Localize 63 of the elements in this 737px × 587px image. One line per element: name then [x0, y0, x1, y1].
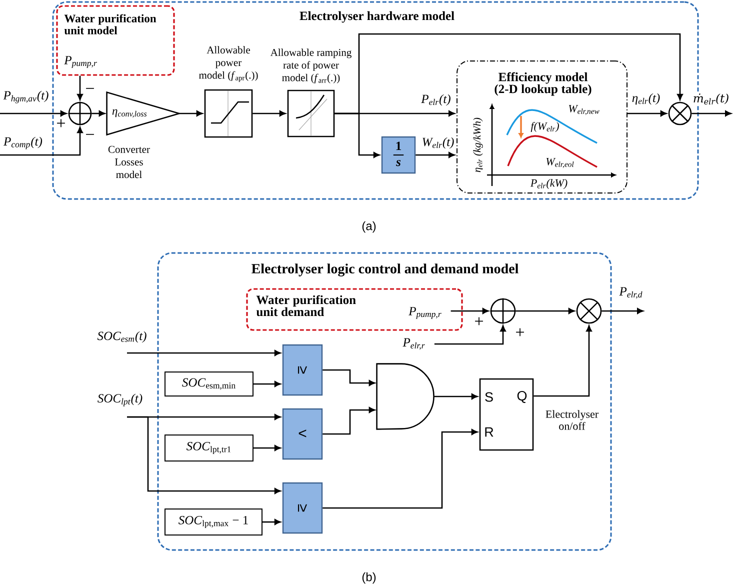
signal-arrow	[534, 325, 592, 397]
sign-label: −	[86, 134, 94, 135]
signal-arrow	[516, 308, 575, 314]
signal-label: P$_{elr,r}$	[402, 338, 425, 350]
signal-arrow	[322, 407, 376, 435]
signal-label: SOC$_{esm}$(t)	[96, 330, 148, 344]
signal-arrow	[334, 33, 683, 114]
signal-arrow	[0, 126, 83, 156]
sign-label: +	[516, 328, 524, 336]
signal-arrow	[92, 110, 106, 116]
signal-label: W$_{elr}$(t)	[420, 136, 456, 150]
sign-label: +	[57, 119, 65, 128]
signal-arrow	[254, 445, 281, 451]
panel-label: (a)	[362, 221, 376, 233]
signal-arrow	[179, 110, 203, 116]
signal-arrow	[252, 110, 286, 116]
multiplier-junction	[576, 298, 602, 324]
signal-label: P$_{elr,d}$	[618, 286, 644, 300]
comparator-block: ≥	[282, 482, 323, 534]
block-caption: Allowable power model (f$_{apr}$(.))	[198, 46, 258, 82]
integrator-block: 1 s	[381, 136, 416, 174]
constant-block: SOC$_{lpt,max}$ − 1	[164, 508, 262, 536]
comparator-block: ≥	[282, 344, 323, 396]
signal-arrow	[434, 394, 478, 400]
curve-label: W$_{elr,new}$	[568, 104, 600, 115]
signal-arrow	[77, 76, 83, 100]
sign-label: −	[86, 88, 94, 89]
panel-label: (b)	[362, 572, 376, 584]
comparator-block: <	[282, 408, 323, 460]
signal-arrow	[602, 308, 644, 314]
signal-arrow	[0, 110, 67, 116]
signal-label: P$_{comp}$(t)	[2, 136, 44, 150]
signal-arrow	[322, 429, 478, 509]
signal-label: Electrolyser on/off	[538, 409, 606, 431]
signal-arrow	[262, 519, 281, 525]
constant-block: SOC$_{esm,min}$	[164, 372, 254, 396]
signal-label: η$_{elr}$(t)	[630, 92, 662, 106]
signal-label: P$_{elr}$(t)	[420, 93, 452, 107]
curve-label: W$_{elr,eol}$	[546, 158, 574, 168]
signal-arrow	[628, 110, 667, 116]
multiplier-junction	[668, 102, 692, 126]
signal-arrow	[450, 308, 489, 314]
block-caption: Allowable ramping rate of power model (f$_{arr}$(.))	[270, 48, 352, 84]
axis-label: P$_{elr}$(kW)	[530, 179, 568, 189]
sign-label: +	[475, 317, 483, 326]
and-gate	[376, 363, 434, 430]
signal-label: ṁ$_{elr}$(t)	[692, 92, 730, 106]
signal-arrow	[127, 416, 281, 494]
signal-arrow	[434, 325, 506, 345]
signal-label: P$_{hgm,av}$(t)	[2, 90, 50, 104]
constant-block: SOC$_{lpt,tr1}$	[164, 434, 254, 462]
axis-label: η$_{elr}$ (kg/kWh)	[473, 118, 483, 172]
flip-flop-block: S Q R	[479, 378, 534, 451]
signal-arrow	[692, 110, 732, 116]
signal-arrow	[254, 381, 281, 387]
block-caption: Converter Losses model	[108, 146, 150, 178]
signal-label: SOC$_{lpt}$(t)	[96, 392, 144, 408]
signal-label: P$_{pump,r}$	[408, 307, 442, 319]
signal-arrow	[416, 152, 455, 158]
signal-arrow	[127, 350, 281, 356]
signal-label: P$_{pump,r}$	[64, 56, 97, 68]
signal-arrow	[322, 369, 376, 386]
curve-label: f(W$_{elr}$)	[530, 122, 559, 132]
